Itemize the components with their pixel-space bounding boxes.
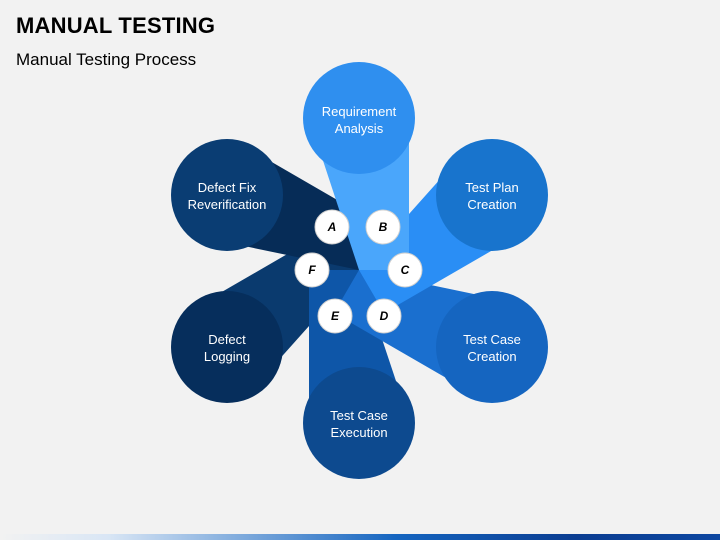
stage-defect-logging: Defect Logging xyxy=(171,291,283,403)
stage-label-line1: Defect xyxy=(208,332,246,347)
stage-label-line2: Reverification xyxy=(188,197,267,212)
letter-c: C xyxy=(401,263,410,277)
stage-circle xyxy=(436,139,548,251)
letter-f: F xyxy=(308,263,316,277)
stage-label-line2: Creation xyxy=(467,349,516,364)
letter-badge-d: D xyxy=(366,298,402,334)
stage-label-line1: Requirement xyxy=(322,104,397,119)
stage-label-line1: Test Case xyxy=(463,332,521,347)
letter-badge-f: F xyxy=(294,252,330,288)
stage-test-plan-creation: Test Plan Creation xyxy=(436,139,548,251)
footer-accent-bar xyxy=(0,534,720,540)
letter-badge-a: A xyxy=(314,209,350,245)
stage-circle xyxy=(303,62,415,174)
page-title: MANUAL TESTING xyxy=(16,13,216,38)
stage-circle xyxy=(171,139,283,251)
stage-test-case-creation: Test Case Creation xyxy=(436,291,548,403)
stage-label-line2: Execution xyxy=(330,425,387,440)
stage-label-line1: Defect Fix xyxy=(198,180,257,195)
stage-label-line2: Logging xyxy=(204,349,250,364)
stage-defect-fix-reverification: Defect Fix Reverification xyxy=(171,139,283,251)
letter-badges: A B C D E F xyxy=(294,209,423,334)
letter-d: D xyxy=(380,309,389,323)
stage-test-case-execution: Test Case Execution xyxy=(303,367,415,479)
letter-b: B xyxy=(379,220,388,234)
letter-badge-e: E xyxy=(317,298,353,334)
letter-a: A xyxy=(327,220,337,234)
page-subtitle: Manual Testing Process xyxy=(16,50,197,69)
stage-label-line2: Analysis xyxy=(335,121,384,136)
stage-requirement-analysis: Requirement Analysis xyxy=(303,62,415,174)
stage-label-line1: Test Plan xyxy=(465,180,518,195)
stage-circle xyxy=(436,291,548,403)
stage-circle xyxy=(303,367,415,479)
letter-badge-c: C xyxy=(387,252,423,288)
stage-label-line1: Test Case xyxy=(330,408,388,423)
stage-label-line2: Creation xyxy=(467,197,516,212)
stage-circle xyxy=(171,291,283,403)
letter-badge-b: B xyxy=(365,209,401,245)
letter-e: E xyxy=(331,309,340,323)
